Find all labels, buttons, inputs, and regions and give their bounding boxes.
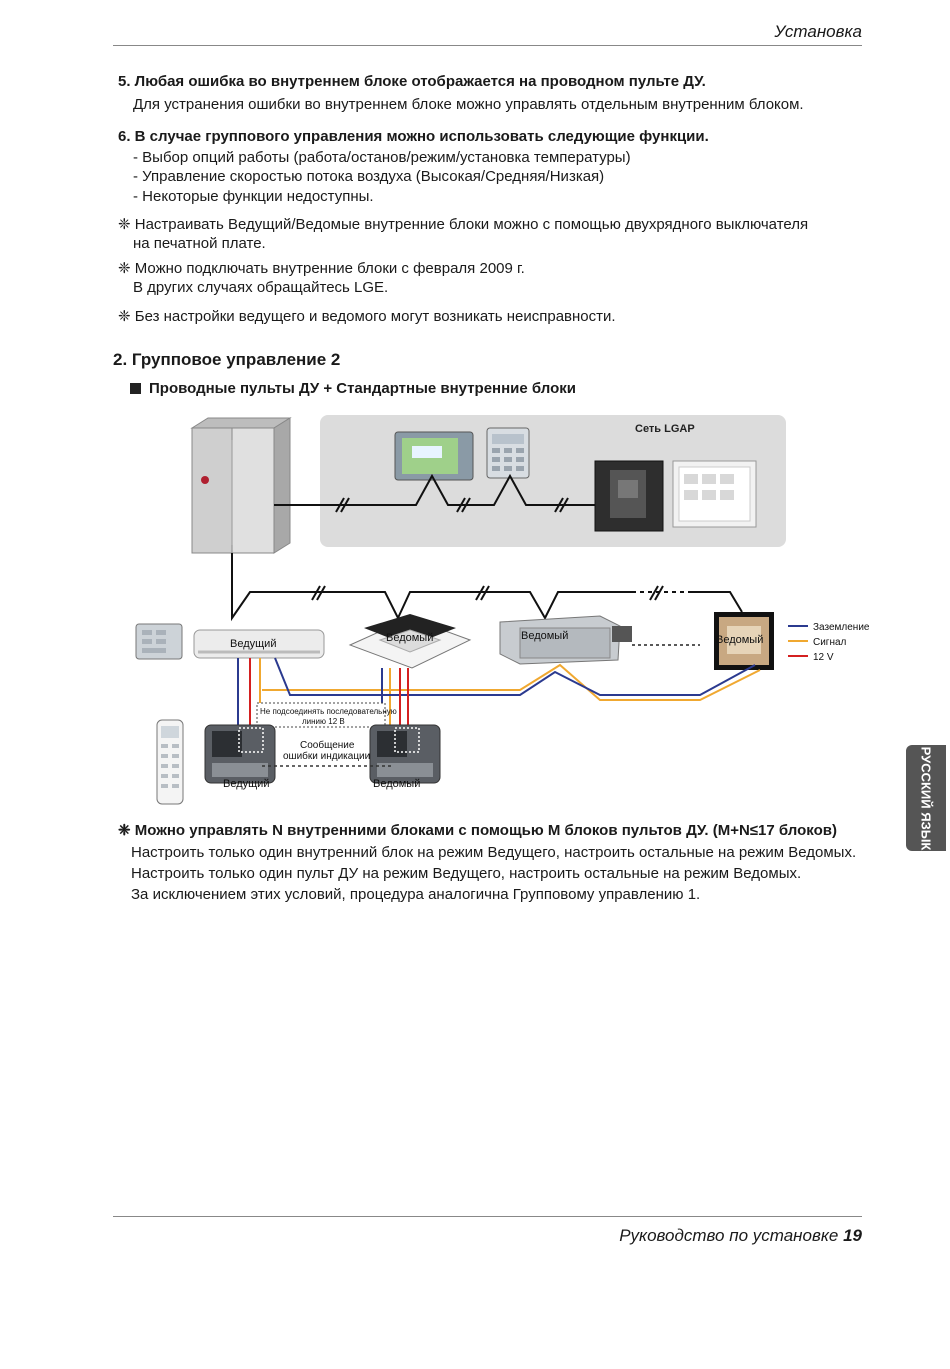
item-5-text: Для устранения ошибки во внутреннем блок… xyxy=(133,96,804,113)
wiring-diagram: Сеть LGAP xyxy=(135,415,870,805)
note-3: ❈ Без настройки ведущего и ведомого могу… xyxy=(118,308,616,325)
lgap-bus-line xyxy=(274,473,595,506)
monitor-screen-icon xyxy=(672,460,757,528)
simple-controller-icon xyxy=(486,427,530,479)
note-error-2: ошибки индикации xyxy=(283,750,370,762)
cassette-unit-icon xyxy=(348,614,472,669)
bottom-note-title: ❈ Можно управлять N внутренними блоками … xyxy=(118,822,837,839)
footer-text: Руководство по установке xyxy=(619,1226,839,1245)
lgap-network-label: Сеть LGAP xyxy=(635,423,695,435)
note-no-connect-1: Не подсоединять последовательную xyxy=(260,707,397,716)
bottom-note-line-1: Настроить только один внутренний блок на… xyxy=(131,844,857,861)
wire-legend xyxy=(788,625,808,657)
slave-label-3: Ведомый xyxy=(716,634,763,646)
item-6-title: 6. В случае группового управления можно … xyxy=(118,128,709,145)
no-connect-note-box xyxy=(256,702,386,728)
item-5-title: 5. Любая ошибка во внутреннем блоке отоб… xyxy=(118,73,706,90)
wired-remote-slave-icon xyxy=(369,724,441,784)
legend-12v: 12 V xyxy=(813,652,834,663)
wired-remote-master-icon xyxy=(204,724,276,784)
item-6-bullet-3: - Некоторые функции недоступны. xyxy=(133,188,374,205)
note-no-connect-2: линию 12 В xyxy=(302,717,345,726)
framed-indoor-unit-icon xyxy=(714,612,774,670)
note-2-line-1: ❈ Можно подключать внутренние блоки с фе… xyxy=(118,260,525,277)
note-2-line-2: В других случаях обращайтесь LGE. xyxy=(133,279,389,296)
central-controller-icon xyxy=(394,431,474,481)
header-rule xyxy=(113,45,862,46)
slave-label-1: Ведомый xyxy=(386,632,433,644)
ducted-unit-icon xyxy=(499,615,632,665)
legend-ground: Заземление xyxy=(813,622,870,633)
indoor-bus-line xyxy=(231,553,632,622)
master-remote-label: Ведущий xyxy=(223,778,269,790)
header-title: Установка xyxy=(774,22,862,41)
legend-signal: Сигнал xyxy=(813,637,847,648)
language-side-tab: РУССКИЙ ЯЗЫК xyxy=(906,745,946,851)
master-indoor-unit-icon xyxy=(193,629,325,659)
section-title: 2. Групповое управление 2 xyxy=(113,350,341,369)
slave-remote-label: Ведомый xyxy=(373,778,420,790)
square-bullet-icon xyxy=(130,382,141,394)
gateway-device-icon xyxy=(594,460,664,532)
note-1-line-1: ❈ Настраивать Ведущий/Ведомые внутренние… xyxy=(118,216,809,233)
bottom-note-line-2: Настроить только один пульт ДУ на режим … xyxy=(131,865,802,882)
note-1-line-2: на печатной плате. xyxy=(133,235,266,252)
item-6-bullet-1: - Выбор опций работы (работа/останов/реж… xyxy=(133,149,631,166)
bottom-note-line-3: За исключением этих условий, процедура а… xyxy=(131,886,701,903)
wall-thermostat-icon xyxy=(135,623,183,660)
page-number: 19 xyxy=(843,1226,862,1245)
item-6-bullet-2: - Управление скоростью потока воздуха (В… xyxy=(133,168,605,185)
footer-rule xyxy=(113,1216,862,1217)
master-indoor-label: Ведущий xyxy=(230,638,276,650)
note-error-1: Сообщение xyxy=(300,739,355,751)
handheld-remote-icon xyxy=(156,719,184,805)
footer: Руководство по установке 19 xyxy=(619,1226,862,1246)
slave-label-2: Ведомый xyxy=(521,630,568,642)
outdoor-unit-icon xyxy=(190,417,292,554)
section-subtitle: Проводные пульты ДУ + Стандартные внутре… xyxy=(130,380,576,397)
